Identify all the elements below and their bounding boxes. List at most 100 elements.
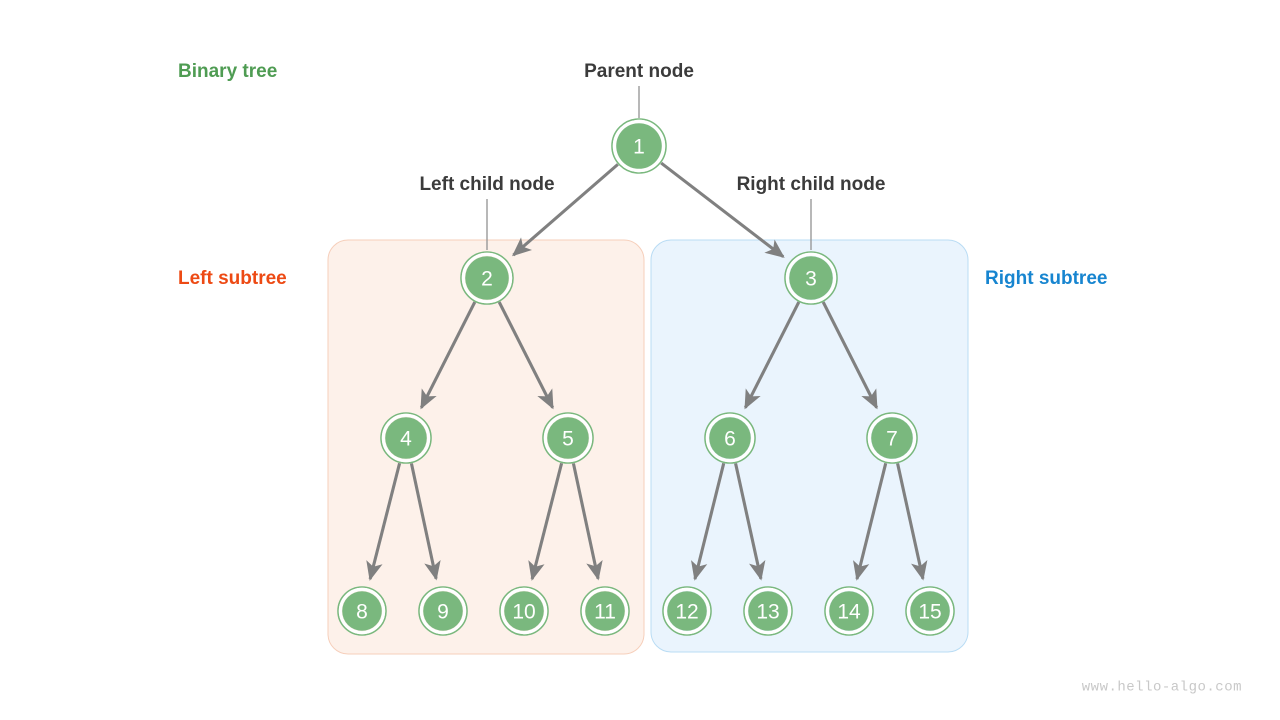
edge-n7-to-n14 [853, 462, 888, 581]
subtree-boxes [327, 239, 969, 655]
callout-label-parent: Parent node [584, 61, 694, 82]
node-gap-ring [663, 587, 711, 635]
node-value: 1 [633, 136, 645, 159]
tree-node-7[interactable]: 7 [866, 412, 918, 464]
tree-node-13[interactable]: 13 [743, 586, 793, 636]
node-outer-ring [580, 586, 630, 636]
node-outer-ring [380, 412, 432, 464]
edge-n7-to-n15 [896, 463, 928, 581]
node-outer-ring [499, 586, 549, 636]
edge-n2-to-n5 [497, 301, 555, 410]
node-gap-ring [612, 119, 666, 173]
callout-label-left-child: Left child node [419, 174, 554, 195]
node-core [829, 591, 869, 631]
tree-node-8[interactable]: 8 [337, 586, 387, 636]
edge-n1-to-n2 [512, 163, 619, 257]
node-core [504, 591, 544, 631]
node-gap-ring [581, 587, 629, 635]
edge-n5-to-n11 [571, 463, 603, 581]
tree-node-14[interactable]: 14 [824, 586, 874, 636]
tree-node-12[interactable]: 12 [662, 586, 712, 636]
node-outer-ring [418, 586, 468, 636]
tree-node-3[interactable]: 3 [784, 251, 838, 305]
node-core [385, 417, 427, 459]
node-core [910, 591, 950, 631]
node-value: 7 [886, 428, 898, 451]
subtree-label-left: Left subtree [178, 268, 287, 289]
edge-n5-to-n10 [528, 462, 564, 581]
tree-node-4[interactable]: 4 [380, 412, 432, 464]
tree-node-1[interactable]: 1 [611, 118, 667, 174]
subtree-box-right [650, 239, 969, 653]
node-gap-ring [825, 587, 873, 635]
node-outer-ring [337, 586, 387, 636]
diagram-labels: Left subtree Right subtree Parent nodeLeft… [178, 61, 1107, 289]
tree-edges [366, 161, 928, 581]
tree-node-15[interactable]: 15 [905, 586, 955, 636]
node-core [709, 417, 751, 459]
edge-n6-to-n12 [691, 462, 726, 581]
node-gap-ring [906, 587, 954, 635]
callout-label-right-child: Right child node [737, 174, 886, 195]
edge-n3-to-n6 [743, 301, 801, 410]
node-gap-ring [461, 252, 513, 304]
node-outer-ring [824, 586, 874, 636]
node-core [547, 417, 589, 459]
edge-n3-to-n7 [821, 301, 879, 410]
node-outer-ring [460, 251, 514, 305]
node-value: 8 [356, 601, 368, 624]
tree-node-5[interactable]: 5 [542, 412, 594, 464]
node-gap-ring [543, 413, 593, 463]
node-core [423, 591, 463, 631]
node-value: 4 [400, 428, 412, 451]
node-gap-ring [500, 587, 548, 635]
tree-node-9[interactable]: 9 [418, 586, 468, 636]
edge-n4-to-n8 [366, 462, 402, 581]
node-outer-ring [743, 586, 793, 636]
node-outer-ring [611, 118, 667, 174]
node-core [465, 256, 509, 300]
node-value: 9 [437, 601, 449, 624]
node-gap-ring [867, 413, 917, 463]
node-value: 3 [805, 268, 817, 291]
node-outer-ring [866, 412, 918, 464]
node-outer-ring [662, 586, 712, 636]
node-outer-ring [704, 412, 756, 464]
node-value: 6 [724, 428, 736, 451]
subtree-label-right: Right subtree [985, 268, 1107, 289]
edge-n6-to-n13 [734, 463, 766, 581]
node-core [789, 256, 833, 300]
tree-node-2[interactable]: 2 [460, 251, 514, 305]
node-core [667, 591, 707, 631]
diagram-title: Binary tree [178, 61, 277, 82]
edge-n1-to-n3 [660, 161, 785, 258]
node-outer-ring [784, 251, 838, 305]
node-value: 13 [756, 601, 779, 624]
node-value: 14 [837, 601, 861, 624]
node-value: 10 [512, 601, 535, 624]
node-value: 5 [562, 428, 574, 451]
node-gap-ring [338, 587, 386, 635]
tree-node-10[interactable]: 10 [499, 586, 549, 636]
node-gap-ring [419, 587, 467, 635]
node-gap-ring [705, 413, 755, 463]
tree-node-6[interactable]: 6 [704, 412, 756, 464]
node-core [748, 591, 788, 631]
node-gap-ring [785, 252, 837, 304]
node-core [871, 417, 913, 459]
node-core [616, 123, 662, 169]
tree-node-11[interactable]: 11 [580, 586, 630, 636]
callout-leader-lines [486, 86, 812, 250]
node-outer-ring [905, 586, 955, 636]
node-value: 12 [675, 601, 698, 624]
node-core [342, 591, 382, 631]
node-value: 2 [481, 268, 493, 291]
node-value: 11 [594, 601, 616, 624]
node-gap-ring [744, 587, 792, 635]
node-core [585, 591, 625, 631]
node-value: 15 [918, 601, 941, 624]
node-gap-ring [381, 413, 431, 463]
